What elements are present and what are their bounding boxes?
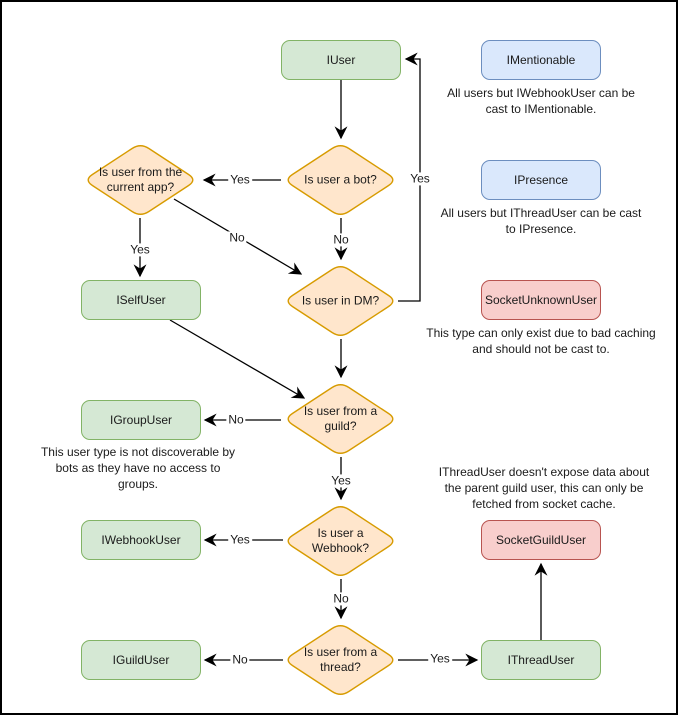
decision-is-webhook: Is user a Webhook? (283, 503, 398, 579)
decision-is-dm: Is user in DM? (283, 263, 398, 339)
node-iwebhookuser: IWebhookUser (81, 520, 201, 560)
node-iwebhookuser-label: IWebhookUser (101, 533, 181, 547)
edge-label-webhook-yes: Yes (228, 532, 252, 547)
edge-label-current-app-no: No (227, 230, 247, 245)
node-imentionable-label: IMentionable (506, 53, 576, 67)
node-socketunknownuser: SocketUnknownUser (481, 280, 601, 320)
node-ithreaduser: IThreadUser (481, 640, 601, 680)
diamond-shape (287, 145, 394, 215)
node-imentionable: IMentionable (481, 40, 601, 80)
decision-is-bot: Is user a bot? (283, 142, 398, 218)
edge-label-bot-yes: Yes (228, 172, 252, 187)
decision-is-current-app-label: Is user from the current app? (98, 165, 183, 194)
node-ipresence-label: IPresence (513, 173, 569, 187)
edge-label-webhook-no: No (331, 591, 351, 606)
decision-is-current-app: Is user from the current app? (83, 142, 198, 218)
note-imentionable: All users but IWebhookUser can be cast t… (447, 86, 635, 116)
edge-label-guild-no: No (226, 412, 246, 427)
decision-is-guild: Is user from a guild? (283, 381, 398, 457)
note-ithreaduser: IThreadUser doesn't expose data about th… (438, 465, 650, 511)
diamond-shape (87, 145, 194, 215)
edge-label-bot-no: No (331, 232, 351, 247)
node-iguilduser-label: IGuildUser (112, 653, 170, 667)
node-iguilduser: IGuildUser (81, 640, 201, 680)
edge-label-dm-yes: Yes (408, 171, 432, 186)
note-socketunknownuser: This type can only exist due to bad cach… (426, 326, 656, 356)
note-ipresence: All users but IThreadUser can be cast to… (440, 206, 642, 236)
edge-iselfuser-to-isguild (169, 319, 306, 399)
node-iuser: IUser (281, 40, 401, 80)
node-socketguilduser-label: SocketGuildUser (495, 533, 587, 547)
decision-is-thread: Is user from a thread? (283, 622, 398, 698)
node-iuser-label: IUser (326, 53, 356, 67)
node-igroupuser: IGroupUser (81, 400, 201, 440)
diamond-shape (287, 625, 394, 695)
edge-label-thread-yes: Yes (428, 651, 452, 666)
node-socketunknownuser-label: SocketUnknownUser (484, 293, 598, 307)
diamond-shape (287, 384, 394, 454)
decision-is-dm-label: Is user in DM? (301, 293, 380, 308)
node-iselfuser-label: ISelfUser (116, 293, 166, 307)
decision-is-bot-label: Is user a bot? (304, 172, 377, 187)
edge-label-thread-no: No (230, 652, 250, 667)
node-ithreaduser-label: IThreadUser (507, 653, 575, 667)
decision-is-guild-label: Is user from a guild? (303, 404, 378, 433)
node-ipresence: IPresence (481, 160, 601, 200)
diamond-shape (287, 506, 394, 576)
edge-label-current-app-yes: Yes (128, 242, 152, 257)
node-socketguilduser: SocketGuildUser (481, 520, 601, 560)
edge-label-guild-yes: Yes (329, 473, 353, 488)
decision-is-webhook-label: Is user a Webhook? (311, 526, 370, 555)
node-iselfuser: ISelfUser (81, 280, 201, 320)
note-igroupuser: This user type is not discoverable by bo… (40, 445, 236, 491)
decision-is-thread-label: Is user from a thread? (303, 645, 378, 674)
node-igroupuser-label: IGroupUser (109, 413, 173, 427)
diamond-shape (287, 266, 394, 336)
